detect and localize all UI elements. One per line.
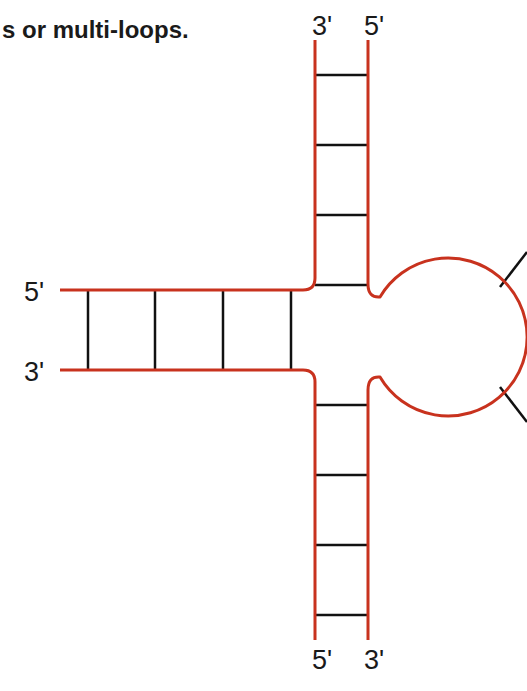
strand-end-label: 5' bbox=[364, 13, 384, 40]
strand-end-label: 3' bbox=[24, 359, 44, 386]
strand-end-label: 5' bbox=[24, 279, 44, 306]
heading-text: s or multi-loops. bbox=[2, 18, 189, 42]
strand-end-label: 5' bbox=[312, 647, 332, 674]
base-pairs bbox=[88, 75, 527, 615]
rna-strands bbox=[60, 40, 527, 640]
strand-end-label: 3' bbox=[364, 647, 384, 674]
strand-end-label: 3' bbox=[312, 13, 332, 40]
